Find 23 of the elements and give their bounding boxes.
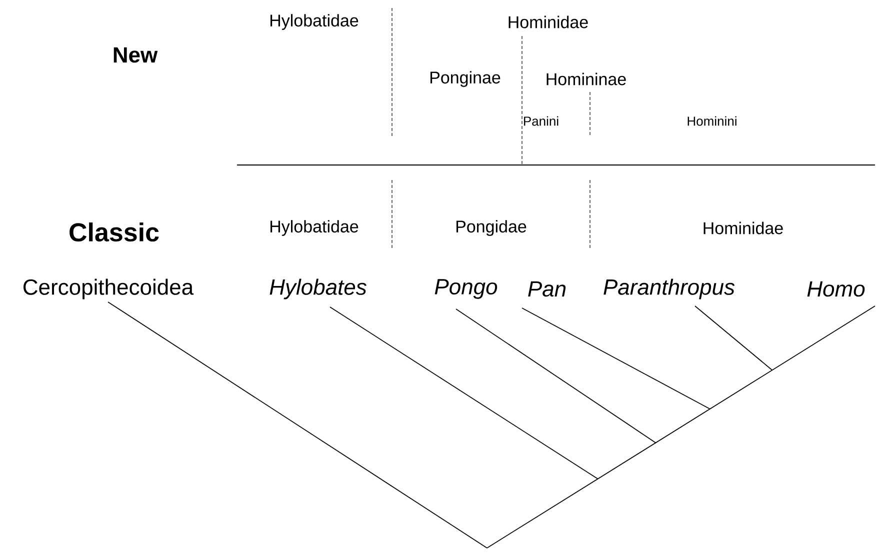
- taxon-label: Hylobates: [270, 278, 366, 300]
- taxon-label: Pongo: [434, 279, 498, 299]
- section-heading: New: [114, 47, 158, 63]
- taxon-group-label: Hominidae: [704, 222, 783, 234]
- branch-line: [522, 308, 710, 410]
- taxon-group-label: Hylobatidae: [270, 14, 358, 30]
- branch-line: [486, 306, 876, 548]
- branch-line: [108, 302, 488, 548]
- taxon-label: Pan: [528, 281, 566, 297]
- taxon-label: Paranthropus: [604, 278, 735, 300]
- taxon-group-label: Hominidae: [508, 16, 588, 28]
- branch-line: [694, 306, 772, 370]
- taxon-label: Cercopithecoidea: [24, 278, 194, 300]
- branch-line: [330, 306, 598, 480]
- taxon-group-label: Hominini: [688, 116, 736, 126]
- section-heading: Classic: [70, 222, 159, 242]
- branch-line: [456, 308, 656, 444]
- taxon-group-label: Ponginae: [430, 71, 500, 87]
- taxon-group-label: Panini: [524, 116, 558, 126]
- taxon-group-label: Homininae: [546, 72, 626, 86]
- taxon-group-label: Hylobatidae: [270, 220, 358, 236]
- taxon-label: Homo: [807, 281, 865, 297]
- taxon-group-label: Pongidae: [456, 220, 526, 236]
